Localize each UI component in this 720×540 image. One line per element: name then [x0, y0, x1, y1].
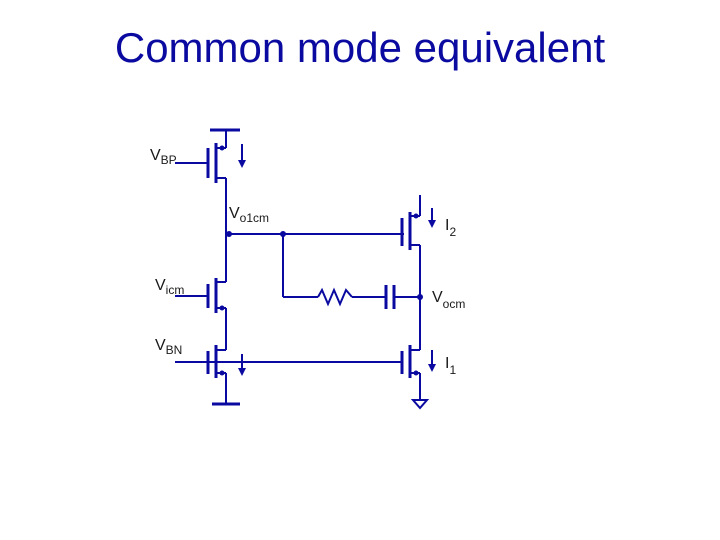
label-vocm: Vocm [432, 289, 465, 311]
pmos-i2-transistor [400, 212, 421, 350]
nmos-vicm-transistor [175, 234, 227, 350]
ground-icon [410, 399, 430, 410]
label-vicm: Vicm [155, 277, 184, 297]
nmos-i1-transistor [400, 345, 421, 400]
nmos-vbn-transistor [175, 345, 227, 404]
pmos-vbp-transistor [175, 143, 227, 234]
current-arrow-icon [428, 208, 436, 228]
label-i1: I1 [445, 355, 456, 377]
page-title: Common mode equivalent [114, 24, 606, 71]
label-vbn: VBN [155, 337, 182, 357]
node-vocm [417, 294, 423, 300]
label-vbp: VBP [150, 147, 177, 167]
resistor-icon [317, 287, 353, 307]
label-vo1cm: Vo1cm [229, 205, 269, 225]
label-i2: I2 [445, 217, 456, 239]
current-arrow-icon [238, 354, 246, 376]
current-arrow-icon [238, 144, 246, 168]
current-arrow-icon [428, 350, 436, 372]
